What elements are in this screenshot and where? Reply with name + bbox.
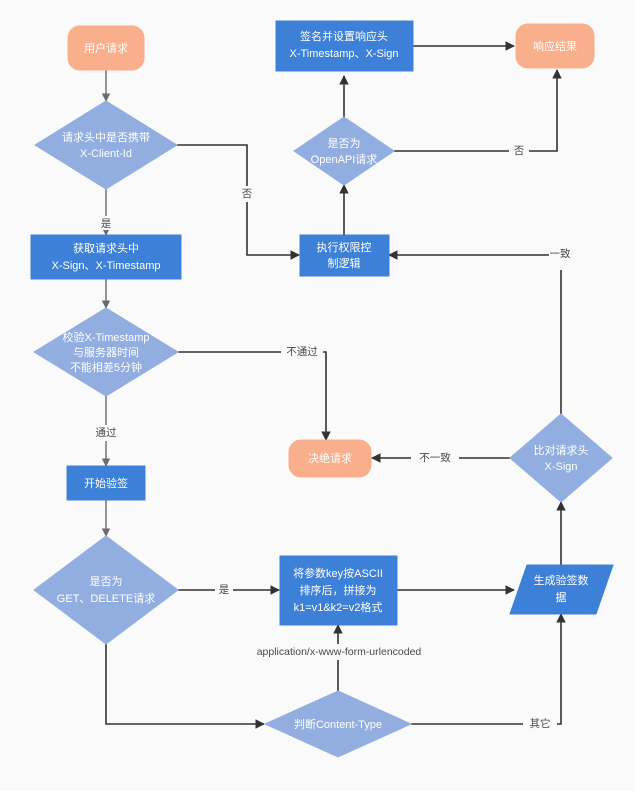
edge-label-openapi-no: 否	[514, 145, 525, 157]
node-sort-params[interactable]: 将参数key按ASCII 排序后，拼接为 k1=v1&k2=v2格式	[279, 555, 398, 626]
edge-label-timestamp-fail: 不通过	[286, 345, 318, 358]
node-sign-response[interactable]: 签名并设置响应头 X-Timestamp、X-Sign	[275, 20, 414, 72]
edge-compare-mismatch[interactable]: 不一致	[371, 450, 511, 466]
edge-label-compare-mismatch: 不一致	[419, 451, 451, 464]
edge-method-yes[interactable]: 是	[178, 582, 280, 598]
edge-label-clientid-yes: 是	[101, 218, 112, 230]
edge-openapi-no[interactable]: 否	[394, 69, 562, 159]
node-reject-request[interactable]: 决绝请求	[288, 439, 372, 478]
node-start-verify[interactable]: 开始验签	[66, 465, 146, 501]
edge-timestamp-fail[interactable]: 不通过	[178, 344, 331, 441]
node-user-request[interactable]: 用户请求	[67, 25, 145, 71]
node-get-headers[interactable]: 获取请求头中 X-Sign、X-Timestamp	[30, 234, 182, 280]
node-exec-auth-logic[interactable]: 执行权限控 制逻辑	[299, 234, 390, 277]
edge-contenttype-urlencoded[interactable]: application/x-www-form-urlencoded	[233, 624, 446, 691]
edge-method-no	[105, 644, 265, 729]
edge-clientid-no[interactable]: 否	[177, 144, 300, 260]
edge-contenttype-other[interactable]: 其它	[411, 613, 566, 732]
edge-label-method-yes: 是	[219, 584, 230, 596]
edge-clientid-yes[interactable]: 是	[96, 189, 116, 236]
edge-label-contenttype-other: 其它	[530, 717, 551, 730]
edge-label-contenttype-urlencoded: application/x-www-form-urlencoded	[257, 646, 422, 658]
edge-compare-match[interactable]: 一致	[388, 240, 571, 414]
node-response-result[interactable]: 响应结果	[515, 23, 595, 69]
edge-label-clientid-no: 否	[242, 188, 253, 200]
edge-label-compare-match: 一致	[550, 247, 571, 260]
edge-timestamp-pass[interactable]: 通过	[88, 396, 124, 467]
edge-label-timestamp-pass: 通过	[96, 426, 117, 439]
node-gen-sign-data[interactable]: 生成验签数 据	[509, 564, 614, 615]
